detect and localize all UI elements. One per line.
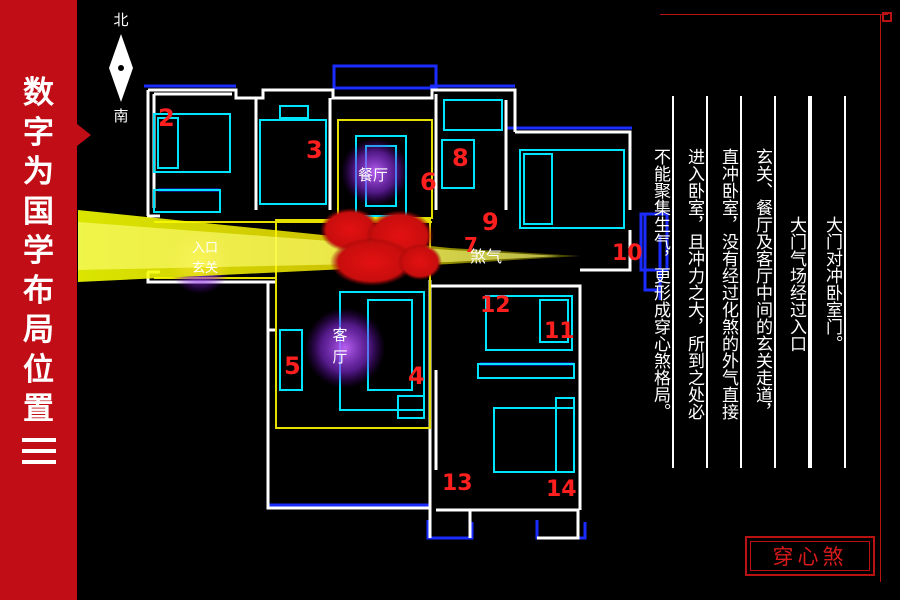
- compass-center-icon: [118, 65, 124, 71]
- number-14: 14: [546, 477, 577, 502]
- title-bar-pointer: [77, 124, 91, 146]
- description-column: 大门对冲卧室门。: [810, 96, 846, 468]
- title-char: 国: [23, 193, 54, 230]
- number-3: 3: [306, 136, 323, 164]
- number-11: 11: [544, 319, 575, 344]
- number-12: 12: [480, 293, 511, 318]
- sha-qi-label: 煞气: [470, 247, 502, 266]
- section-title: 数 字 为 国 学 布 局 位 置: [0, 74, 77, 471]
- frame-top-line: [660, 14, 888, 15]
- title-char: 字: [23, 114, 54, 151]
- frame-corner: [882, 12, 892, 22]
- frame-right-line: [880, 14, 881, 582]
- position-numbers: 2 3 4 5 6 7 8 9 10 11 12 13 14: [158, 104, 643, 502]
- description-text: 大门对冲卧室门。 大门气场经过入口 玄关、餐厅及客厅中间的玄关走道， 直冲卧室，…: [640, 96, 846, 468]
- number-9: 9: [482, 208, 499, 236]
- number-6: 6: [420, 168, 437, 196]
- number-10: 10: [612, 241, 643, 266]
- description-column: 直冲卧室，没有经过化煞的外气直接: [708, 96, 742, 468]
- number-7: 7: [464, 233, 478, 257]
- foyer-label: 玄关: [192, 261, 218, 276]
- title-char: 学: [23, 233, 54, 269]
- description-column: 大门气场经过入口: [776, 96, 810, 468]
- stamp-label: 穿心煞: [750, 541, 870, 571]
- stamp-box: 穿心煞: [745, 536, 875, 576]
- entry-label: 入口: [192, 241, 218, 256]
- south-label: 南: [113, 107, 128, 125]
- number-13: 13: [442, 471, 473, 496]
- compass: 北 南: [109, 11, 133, 125]
- description-column: 进入卧室，且冲力之大，所到之处必: [674, 96, 708, 468]
- description-column: 不能聚集生气，更形成穿心煞格局。: [640, 96, 674, 468]
- living-label-2: 厅: [332, 348, 347, 366]
- title-char: 局: [23, 312, 54, 348]
- title-char: 为: [23, 154, 54, 190]
- dining-label: 餐厅: [358, 166, 388, 184]
- number-4: 4: [408, 362, 425, 390]
- north-label: 北: [113, 11, 128, 29]
- number-8: 8: [452, 144, 469, 172]
- three-bars-glyph: [21, 437, 56, 464]
- sha-cloud: [320, 208, 442, 286]
- title-char: 位: [23, 351, 54, 388]
- title-char: 布: [23, 272, 54, 309]
- number-5: 5: [284, 352, 301, 380]
- number-2: 2: [158, 104, 175, 132]
- left-title-bar: 数 字 为 国 学 布 局 位 置: [0, 0, 91, 600]
- description-column: 玄关、餐厅及客厅中间的玄关走道，: [742, 96, 776, 468]
- title-char: 置: [23, 391, 54, 427]
- living-label-1: 客: [332, 326, 347, 344]
- title-char: 数: [23, 75, 54, 111]
